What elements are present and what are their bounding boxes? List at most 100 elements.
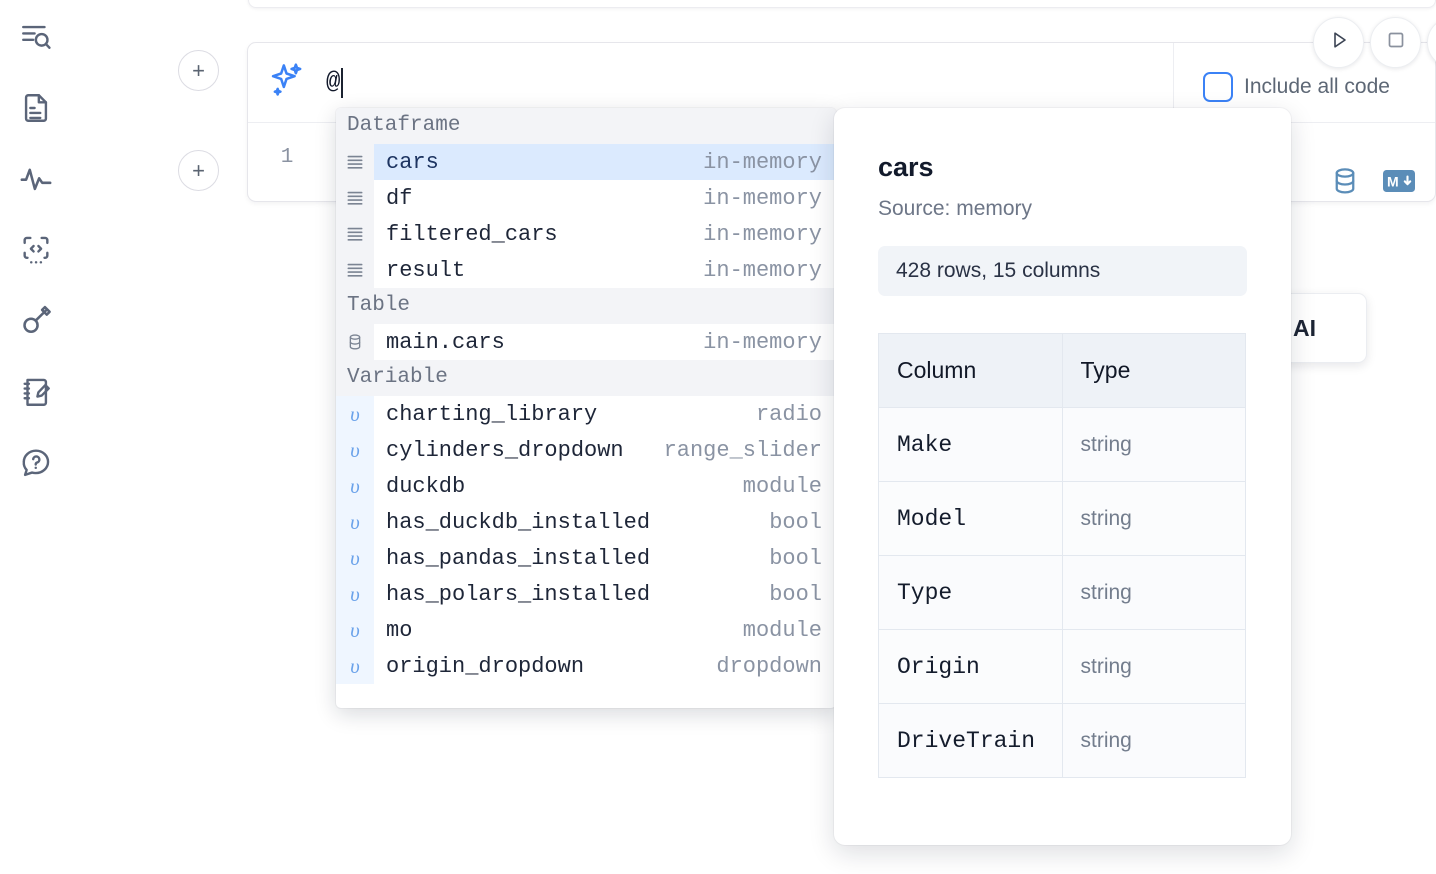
cell-divider xyxy=(1173,43,1174,123)
include-all-code-checkbox[interactable] xyxy=(1203,72,1233,102)
completion-item-name: origin_dropdown xyxy=(386,653,585,679)
code-snippet-icon xyxy=(19,233,53,267)
code-editor-row: 1 xyxy=(248,124,1435,202)
sidebar-item-outline-search[interactable] xyxy=(13,14,59,60)
dataframe-icon xyxy=(336,252,374,288)
run-cell-button[interactable] xyxy=(1313,17,1364,68)
completion-item-name: has_pandas_installed xyxy=(386,545,651,571)
sidebar-item-snippets[interactable] xyxy=(13,227,59,273)
database-icon[interactable] xyxy=(1330,166,1360,201)
completion-item[interactable]: υ has_pandas_installed bool xyxy=(336,540,836,576)
sidebar-item-document[interactable] xyxy=(13,85,59,131)
completion-item-type: module xyxy=(742,617,822,643)
completion-item-name: has_duckdb_installed xyxy=(386,509,651,535)
completion-item[interactable]: υ has_duckdb_installed bool xyxy=(336,504,836,540)
completion-item-type: bool xyxy=(769,509,822,535)
variable-icon: υ xyxy=(336,396,374,432)
completion-item-name: df xyxy=(386,185,413,211)
completion-item-type: in-memory xyxy=(703,185,822,211)
sidebar-item-secrets[interactable] xyxy=(13,298,59,344)
variable-icon: υ xyxy=(336,612,374,648)
doc-column-name: Type xyxy=(878,555,1063,630)
completion-item-name: cylinders_dropdown xyxy=(386,437,624,463)
stop-cell-button[interactable] xyxy=(1370,17,1421,68)
text-caret xyxy=(341,67,344,98)
svg-text:M: M xyxy=(1387,174,1399,190)
completion-item-body: has_pandas_installed bool xyxy=(374,540,836,576)
ai-action-chip-label: AI xyxy=(1293,314,1316,341)
plus-icon: + xyxy=(192,57,205,83)
ai-sparkle-button[interactable] xyxy=(248,61,326,104)
completion-item-name: has_polars_installed xyxy=(386,581,651,607)
completion-item-body: cylinders_dropdown range_slider xyxy=(374,432,836,468)
dataframe-icon xyxy=(336,144,374,180)
include-all-code-label: Include all code xyxy=(1244,75,1390,98)
variable-icon: υ xyxy=(336,648,374,684)
sidebar-item-activity[interactable] xyxy=(13,156,59,202)
doc-column-name: Model xyxy=(878,481,1063,556)
completion-item-type: bool xyxy=(769,581,822,607)
completion-item-type: in-memory xyxy=(703,149,822,175)
add-cell-button-below[interactable]: + xyxy=(178,150,219,191)
completion-item-type: range_slider xyxy=(663,437,822,463)
completion-item[interactable]: df in-memory xyxy=(336,180,836,216)
sidebar-rail xyxy=(0,0,72,874)
document-icon xyxy=(19,91,53,125)
activity-pulse-icon xyxy=(19,162,53,196)
completion-item-type: in-memory xyxy=(703,257,822,283)
doc-column-name: Origin xyxy=(878,629,1063,704)
completion-item-body: origin_dropdown dropdown xyxy=(374,648,836,684)
sidebar-item-scratchpad[interactable] xyxy=(13,369,59,415)
completion-item-body: has_polars_installed bool xyxy=(374,576,836,612)
completion-item[interactable]: υ origin_dropdown dropdown xyxy=(336,648,836,684)
completion-item[interactable]: cars in-memory xyxy=(336,144,836,180)
doc-table-header-cell: Type xyxy=(1061,333,1246,408)
markdown-icon[interactable]: M xyxy=(1382,168,1416,199)
completion-item-type: in-memory xyxy=(703,329,822,355)
play-icon xyxy=(1327,28,1351,57)
doc-column-name: DriveTrain xyxy=(878,703,1063,778)
variable-icon: υ xyxy=(336,540,374,576)
completion-item-type: bool xyxy=(769,545,822,571)
completion-item-name: cars xyxy=(386,149,439,175)
sidebar-item-help[interactable] xyxy=(13,440,59,486)
dataframe-icon xyxy=(336,180,374,216)
completion-item-type: dropdown xyxy=(716,653,822,679)
database-icon xyxy=(336,324,374,360)
help-chat-icon xyxy=(19,446,53,480)
cell-toolbar-icons: M xyxy=(1330,166,1416,201)
notebook-pencil-icon xyxy=(19,375,53,409)
ai-prompt-input[interactable]: @ xyxy=(326,43,1435,122)
doc-table-header-cell: Column xyxy=(878,333,1063,408)
completion-group-header: Table xyxy=(336,288,836,324)
sparkle-icon xyxy=(268,61,306,104)
stop-square-icon xyxy=(1384,28,1408,57)
doc-column-type: string xyxy=(1061,481,1246,556)
include-all-code-toggle[interactable]: Include all code xyxy=(1203,72,1390,102)
add-cell-button-above[interactable]: + xyxy=(178,50,219,91)
doc-column-type: string xyxy=(1061,703,1246,778)
line-number: 1 xyxy=(280,146,294,169)
variable-icon: υ xyxy=(336,504,374,540)
doc-column-type: string xyxy=(1061,407,1246,482)
completion-item-body: has_duckdb_installed bool xyxy=(374,504,836,540)
